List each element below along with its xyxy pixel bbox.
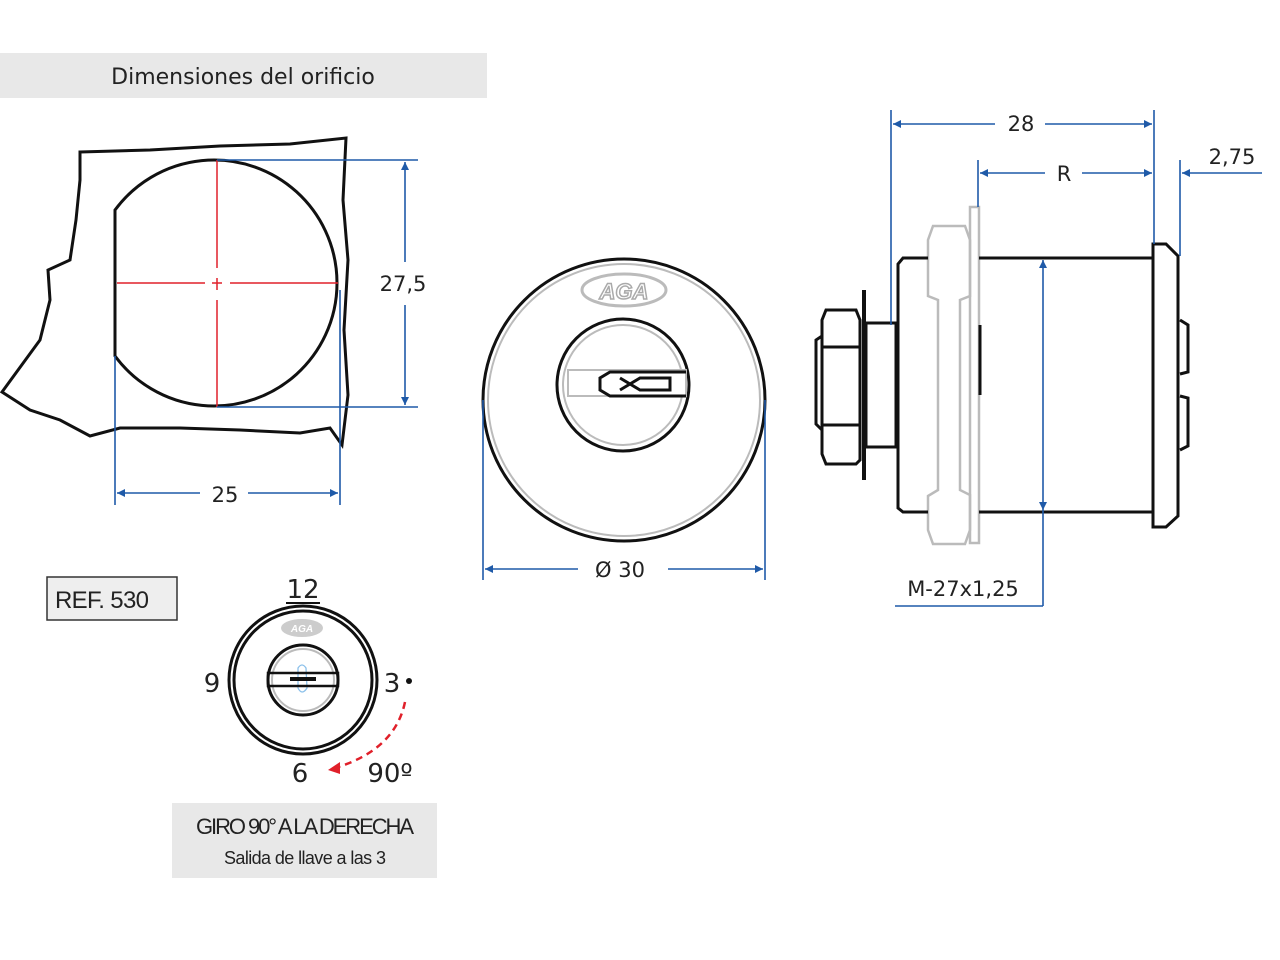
rotation-dial: AGA 12 9 3 6 90º xyxy=(204,575,413,789)
diameter-dimension: Ø 30 xyxy=(482,400,766,582)
rotation-note: GIRO 90° A LA DERECHA Salida de llave a … xyxy=(172,803,437,878)
title-text: Dimensiones del orificio xyxy=(111,65,375,90)
keyway-icon xyxy=(567,369,687,398)
angle-label: 90º xyxy=(367,759,412,789)
note-line1: GIRO 90° A LA DERECHA xyxy=(196,814,414,839)
dial-6-label: 6 xyxy=(292,759,309,789)
width-dimension: 25 xyxy=(114,290,341,507)
r-dimension: R 2,75 xyxy=(977,145,1262,256)
height-label: 27,5 xyxy=(380,272,427,296)
thread-label: M-27x1,25 xyxy=(907,577,1019,601)
reference-box: REF. 530 xyxy=(46,576,178,621)
reference-label: REF. 530 xyxy=(55,587,149,614)
aga-logo: AGA xyxy=(580,272,668,308)
title-banner: Dimensiones del orificio xyxy=(0,53,487,98)
dial-9-label: 9 xyxy=(204,669,221,699)
note-line2: Salida de llave a las 3 xyxy=(224,848,386,868)
aga-logo-small xyxy=(281,619,323,637)
height-dimension: 27,5 xyxy=(217,159,427,408)
length-label: 28 xyxy=(1008,112,1035,136)
length-dimension: 28 xyxy=(890,110,1155,325)
thread-dimension: M-27x1,25 xyxy=(895,260,1047,607)
dial-12-label: 12 xyxy=(286,575,319,605)
flange-label: 2,75 xyxy=(1209,145,1256,169)
dial-3-label: 3 xyxy=(384,669,401,699)
dial-logo-text: AGA xyxy=(290,624,313,635)
keyway-small-icon xyxy=(266,671,340,688)
hole-drawing: 27,5 25 xyxy=(0,136,427,507)
front-view: AGA Ø 30 xyxy=(481,257,767,582)
diameter-label: Ø 30 xyxy=(595,558,645,582)
r-label: R xyxy=(1057,162,1072,186)
rotation-arrow-icon xyxy=(334,701,407,770)
width-label: 25 xyxy=(212,483,239,507)
logo-text: AGA xyxy=(599,279,649,304)
key-outline-icon xyxy=(297,664,308,693)
side-view: 28 R 2,75 M-27x1,25 xyxy=(814,110,1262,607)
centerline-cross xyxy=(117,160,338,407)
